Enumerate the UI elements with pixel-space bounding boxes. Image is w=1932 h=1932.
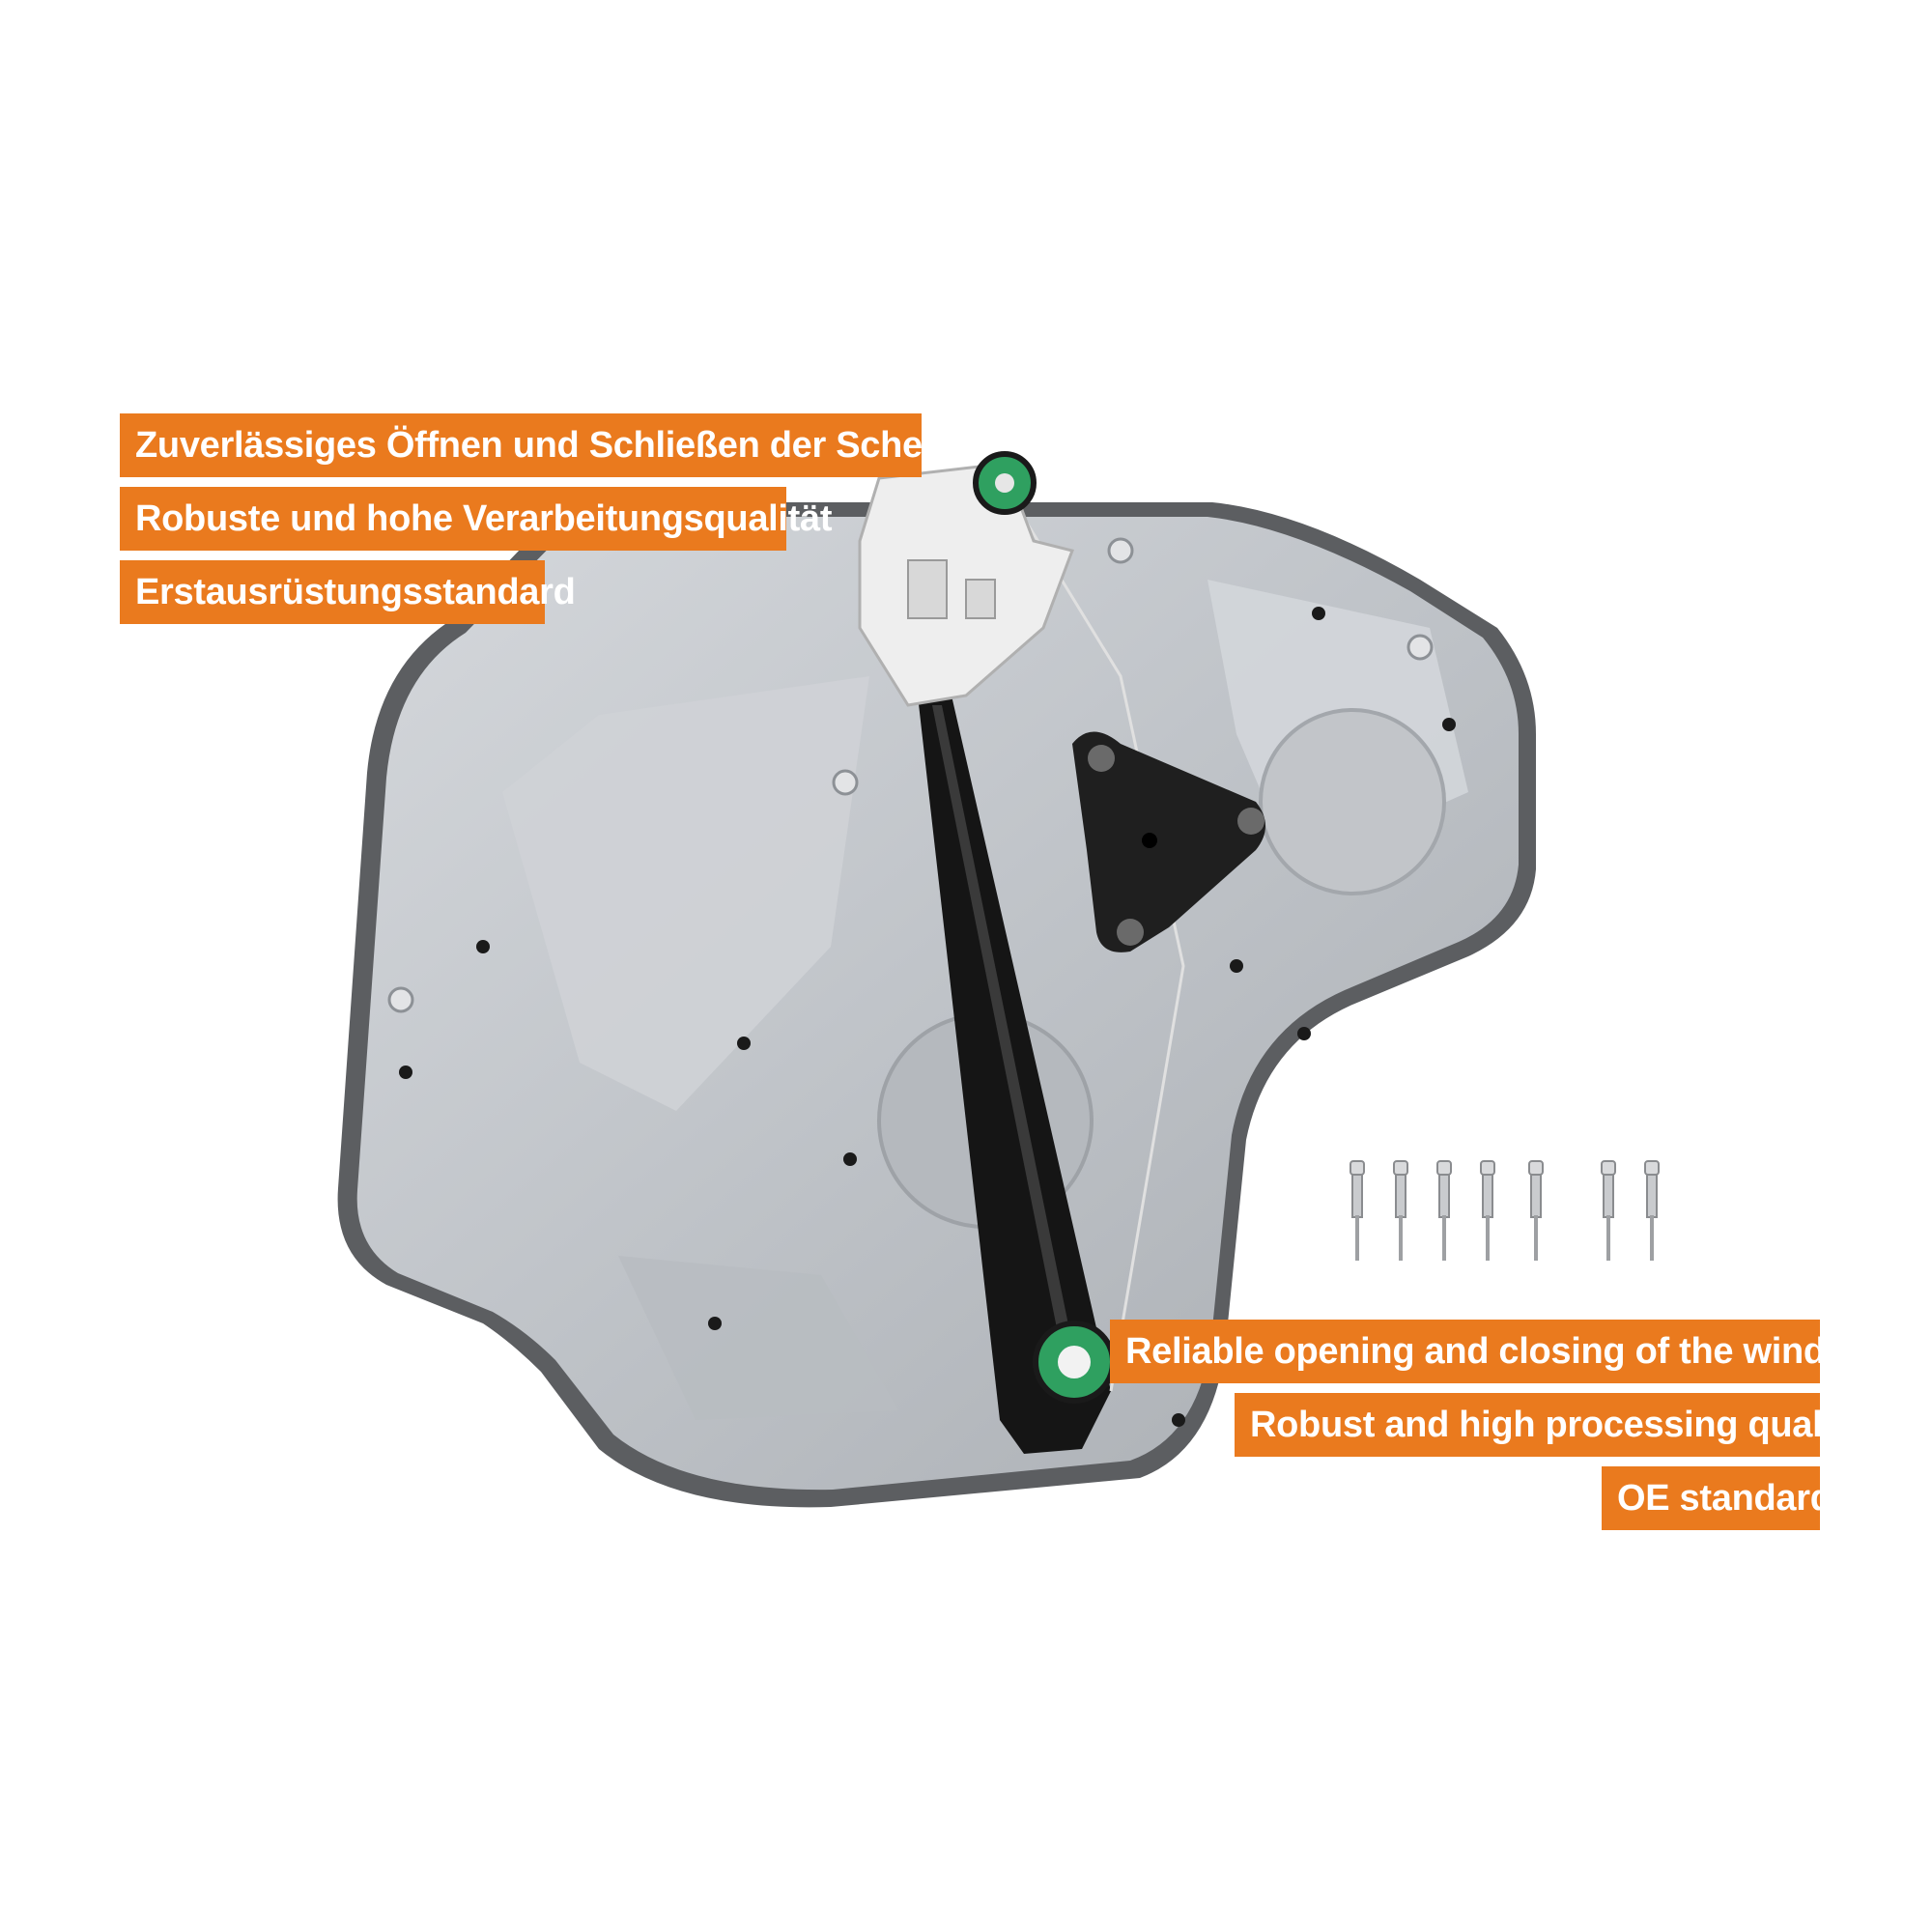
feature-badge-de-2: Robuste und hohe Verarbeitungsqualität	[120, 487, 833, 551]
blind-rivet-icon	[1480, 1160, 1495, 1261]
motor-mount	[1072, 731, 1265, 952]
plate-recess-right	[1259, 708, 1446, 895]
feature-badge-de-3: Erstausrüstungsstandard	[120, 560, 576, 624]
blind-rivet-icon	[1436, 1160, 1452, 1261]
blind-rivet-icon	[1393, 1160, 1408, 1261]
plate-panel-upper	[502, 676, 869, 1111]
blind-rivet-icon	[1644, 1160, 1660, 1261]
feature-badge-en-2: Robust and high processing quality	[1235, 1393, 1864, 1457]
feature-badge-de-1: Zuverlässiges Öffnen und Schließen der S…	[120, 413, 975, 477]
feature-badge-en-1: Reliable opening and closing of the wind…	[1110, 1320, 1876, 1383]
feature-badge-en-3: OE standard	[1602, 1466, 1833, 1530]
plate-panel-lower	[618, 1256, 898, 1420]
blind-rivet-icon	[1528, 1160, 1544, 1261]
blind-rivet-icon	[1350, 1160, 1365, 1261]
blind-rivet-icon	[1601, 1160, 1616, 1261]
